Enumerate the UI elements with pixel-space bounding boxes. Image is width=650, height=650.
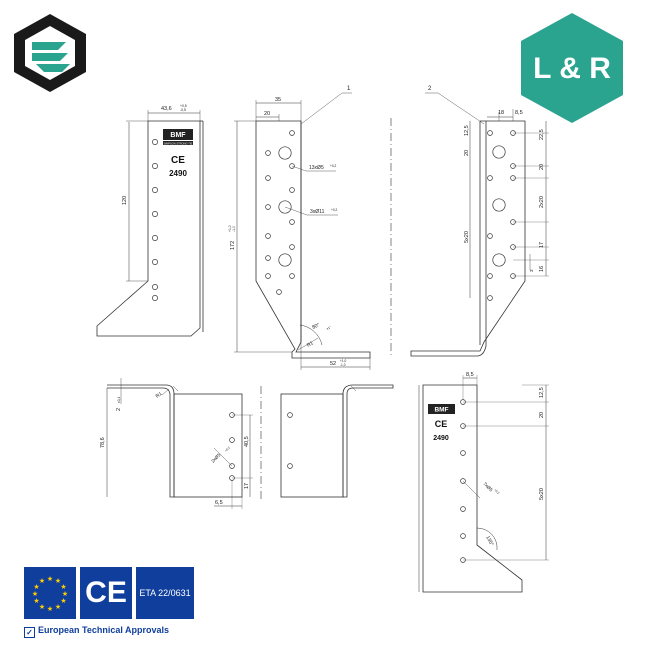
ce-mark: CE — [80, 567, 132, 619]
svg-text:★: ★ — [39, 603, 45, 611]
dim-v6-12-5: 12,5 — [539, 387, 545, 398]
dim-v3-8-5: 8,5 — [515, 110, 523, 116]
dim-v4-17: 17 — [244, 483, 250, 489]
dim-v6-8-5: 8,5 — [466, 372, 474, 378]
lr-badge-logo: L & R — [521, 13, 623, 123]
svg-text:★: ★ — [60, 597, 66, 605]
plate2-code: 2490 — [433, 435, 449, 442]
dim-v2-holes-b: 3xØ11 — [310, 209, 325, 215]
dim-v1-120: 120 — [122, 196, 128, 205]
view-bottom-middle — [280, 384, 394, 498]
svg-text:★: ★ — [55, 577, 61, 585]
certification-bar: ★★★ ★★★ ★★★ ★★★ CE ETA 22/0631 ✓European… — [24, 567, 194, 639]
dim-v2-52-tol-bot: -1,0 — [340, 363, 346, 367]
callout-1: 1 — [347, 86, 351, 92]
dim-v2-35: 35 — [275, 97, 281, 103]
plate2-mark: CE — [435, 419, 448, 429]
dim-v4-holes: 2xØ5 — [210, 452, 222, 464]
dim-v4-40-5: 40,5 — [244, 436, 250, 447]
checkbox-icon: ✓ — [24, 627, 35, 638]
dim-v1-width-tol-top: +0,5 — [180, 104, 187, 108]
plate2-brand: BMF — [434, 407, 448, 414]
dim-v3-17: 17 — [539, 242, 545, 248]
plate-brand: BMF — [170, 132, 186, 139]
dim-v3-20b: 20 — [539, 164, 545, 170]
plate-mark: CE — [171, 155, 185, 166]
dim-v3-22-5: 22,5 — [539, 129, 545, 140]
dim-v3-16: 16 — [539, 266, 545, 272]
dim-v4-holes-tol: +0,2 — [224, 445, 231, 452]
dim-v2-52-tol-top: +1,0 — [340, 359, 347, 363]
svg-text:★: ★ — [47, 575, 53, 583]
view-bottom-right: BMF CE 2490 8,5 12,5 20 5x20 7xØ5 +0,2 1… — [418, 372, 549, 593]
dim-v6-20: 20 — [539, 412, 545, 418]
eta-number: ETA 22/0631 — [136, 567, 194, 619]
dim-v2-angle-tol: ±1° — [326, 325, 333, 331]
dim-v2-172-tol-bot: -1,0 — [232, 226, 236, 232]
dim-v2-172: 172 — [230, 241, 236, 250]
approval-text: European Technical Approvals — [38, 625, 170, 635]
dim-v6-holes: 7xØ5 — [482, 481, 494, 493]
dim-v6-holes-tol: +0,2 — [493, 488, 500, 495]
dim-v2-20: 20 — [264, 111, 270, 117]
svg-text:★: ★ — [62, 590, 68, 598]
view-bottom-left: 2 ±0,1 R1 78,6 40,5 17 2xØ5 +0,2 6,5 — [100, 378, 253, 509]
dim-v1-width-tol-bot: -0,5 — [180, 108, 186, 112]
dim-v4-6-5: 6,5 — [215, 500, 223, 506]
svg-text:★: ★ — [55, 603, 61, 611]
plate-sub: SIMPSON STRONG-TIE — [164, 142, 193, 146]
view-side-flange: 35 20 172 +1,0 -1,0 13xØ5 +0,2 3xØ11 +0,… — [228, 86, 371, 370]
svg-text:★: ★ — [39, 577, 45, 585]
dim-v4-2: 2 — [116, 408, 122, 411]
dim-v3-5x20: 5x20 — [464, 231, 470, 243]
dim-v6-angle: 135° — [484, 535, 494, 547]
dim-v1-width: 43,6 — [161, 106, 172, 112]
dim-v6-5x20: 5x20 — [539, 488, 545, 500]
eu-flag-icon: ★★★ ★★★ ★★★ ★★★ — [24, 567, 76, 619]
approval-line: ✓European Technical Approvals — [24, 625, 169, 638]
dim-v2-52: 52 — [330, 361, 336, 367]
dim-v2-angle: 80° — [311, 322, 320, 331]
dim-v4-2-tol: ±0,1 — [117, 397, 121, 403]
dim-v3-18: 18 — [498, 110, 504, 116]
dim-v3-12-5: 12,5 — [464, 125, 470, 136]
callout-2: 2 — [428, 86, 432, 92]
svg-text:★: ★ — [47, 605, 53, 613]
view-side-right: 18 8,5 12,5 20 5x20 22,5 20 2x20 17 16 3… — [410, 86, 549, 357]
dim-v2-r1: R1 — [306, 340, 315, 349]
badge-text: L & R — [533, 52, 611, 85]
svg-text:★: ★ — [33, 583, 39, 591]
dim-v4-78-6: 78,6 — [100, 437, 106, 448]
dim-v3-2x20: 2x20 — [539, 196, 545, 208]
plate-code: 2490 — [169, 169, 187, 178]
dim-v3-20a: 20 — [464, 150, 470, 156]
svg-text:★: ★ — [32, 590, 38, 598]
view-front-left: BMF SIMPSON STRONG-TIE CE 2490 43,6 +0,5… — [96, 104, 204, 337]
dim-v3-3: 3 — [529, 269, 534, 272]
dim-v2-holes-a: 13xØ5 — [309, 165, 324, 171]
svg-text:★: ★ — [60, 583, 66, 591]
svg-text:★: ★ — [33, 597, 39, 605]
dim-v4-r1: R1 — [155, 391, 164, 400]
dim-v2-172-tol-top: +1,0 — [228, 225, 232, 232]
striped-hex-logo — [14, 14, 86, 92]
dim-v2-holes-b-tol: +0,2 — [331, 208, 338, 212]
dim-v2-holes-a-tol: +0,2 — [330, 164, 337, 168]
